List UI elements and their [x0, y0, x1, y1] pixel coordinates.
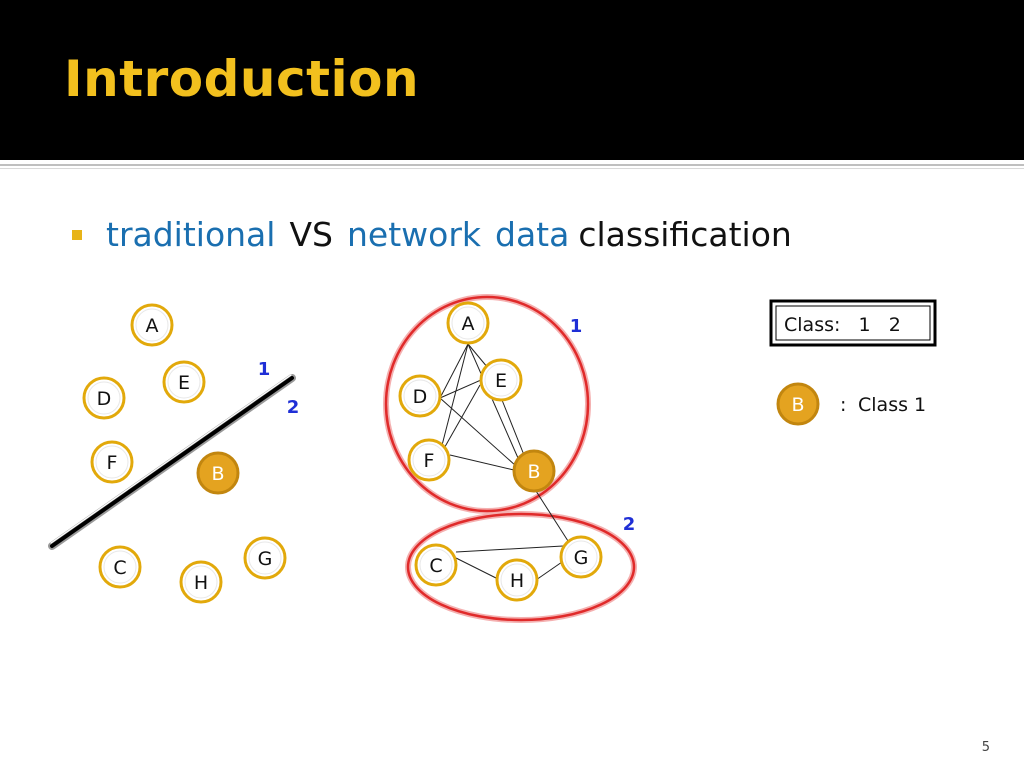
bullet-point: traditional VS network data classificati… [72, 212, 792, 256]
right-node-e: E [479, 358, 523, 402]
right-node-a: A [446, 301, 490, 345]
right-node-b: B [512, 449, 556, 493]
left-side-label-1: 1 [258, 359, 271, 380]
graph-edges [438, 343, 569, 581]
node-label: C [429, 555, 442, 577]
node-label: H [194, 572, 208, 594]
word-classification: classification [578, 214, 792, 254]
divider-line [0, 164, 1024, 166]
node-label: E [178, 372, 190, 394]
left-node-h: H [179, 560, 223, 604]
node-label: D [413, 386, 428, 408]
right-node-c: C [414, 543, 458, 587]
right-node-f: F [407, 438, 451, 482]
node-label: D [97, 388, 112, 410]
left-node-a: A [130, 303, 174, 347]
group-label-2: 2 [623, 514, 636, 535]
keyword-data: data [495, 214, 570, 254]
bullet-marker [72, 230, 82, 240]
left-node-g: G [243, 536, 287, 580]
node-label: G [574, 547, 589, 569]
keyword-network: network [346, 214, 481, 254]
right-node-h: H [495, 558, 539, 602]
divider-line-thin [0, 168, 1024, 169]
class-legend-text: Class: 1 2 [784, 314, 901, 336]
node-label: G [258, 548, 273, 570]
node-label: A [462, 313, 475, 335]
legend-sample-node: B [776, 382, 820, 426]
left-node-e: E [162, 360, 206, 404]
legend-class-text: Class 1 [858, 394, 926, 416]
title-bar: Introduction [0, 0, 1024, 160]
node-label: F [424, 450, 435, 472]
group-ring-1 [383, 294, 591, 514]
node-label: F [107, 452, 118, 474]
left-node-f: F [90, 440, 134, 484]
keyword-traditional: traditional [106, 214, 276, 254]
left-side-label-2: 2 [287, 397, 300, 418]
legend-colon: : [840, 394, 846, 416]
node-label: H [510, 570, 524, 592]
group-label-1: 1 [570, 316, 583, 337]
node-label: A [146, 315, 159, 337]
left-node-c: C [98, 545, 142, 589]
class-legend-box: Class: 1 2 [769, 299, 937, 347]
node-label: C [113, 557, 126, 579]
node-label: B [527, 461, 540, 483]
left-node-d: D [82, 376, 126, 420]
left-node-b: B [196, 451, 240, 495]
right-node-g: G [559, 535, 603, 579]
word-vs: VS [289, 214, 333, 254]
slide-title: Introduction [64, 50, 420, 108]
right-node-d: D [398, 374, 442, 418]
legend-node-label: B [791, 394, 804, 416]
group-ring-2 [405, 511, 637, 623]
node-label: E [495, 370, 507, 392]
node-label: B [211, 463, 224, 485]
page-number: 5 [981, 740, 990, 755]
decision-boundary [48, 374, 296, 550]
